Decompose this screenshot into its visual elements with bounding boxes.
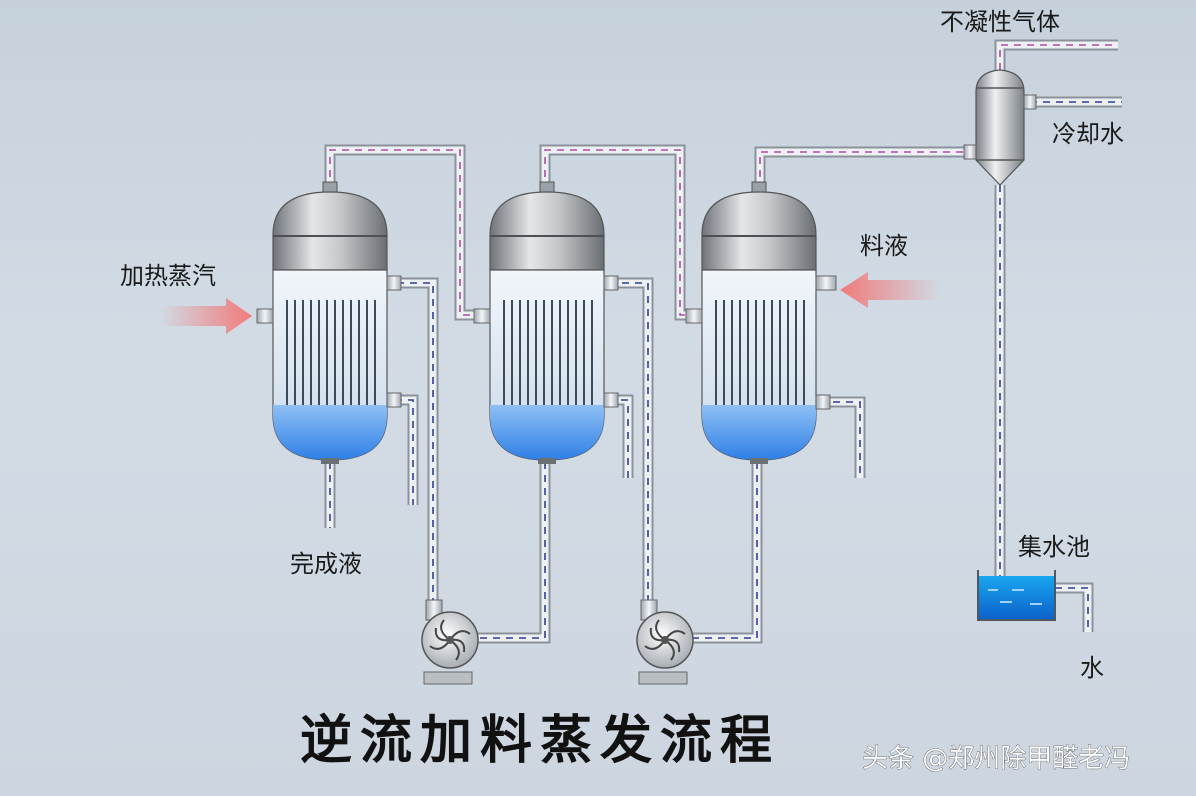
gas-vent-pipe xyxy=(994,39,1118,70)
transfer-pipe-pump-b-to-evap-2 xyxy=(608,277,654,602)
condensate-drain-1 xyxy=(395,394,419,505)
condensate-drain-3 xyxy=(820,396,866,478)
pump-b xyxy=(636,599,694,685)
vapor-pipe-2-to-3 xyxy=(539,144,692,321)
water-label: 水 xyxy=(1080,654,1104,682)
watermark: 头条 @郑州除甲醛老冯 xyxy=(862,744,1130,774)
diagram-title: 逆流加料蒸发流程 xyxy=(300,710,780,771)
tank-overflow-pipe xyxy=(1055,582,1094,632)
evaporator-2 xyxy=(473,181,619,464)
pipe-network xyxy=(324,39,1122,644)
condenser xyxy=(963,69,1037,186)
feed-inlet-arrow xyxy=(840,272,940,308)
transfer-pipe-evap-3-to-pump-b xyxy=(686,462,763,644)
heating-tubes xyxy=(286,300,376,405)
vapor-pipe-3-to-condenser xyxy=(754,146,975,190)
steam-inlet-arrow xyxy=(160,298,252,334)
heating-steam-label: 加热蒸汽 xyxy=(120,262,216,290)
condensate-drain-2 xyxy=(608,394,634,478)
pump-a xyxy=(421,599,479,685)
feed-liquid-label: 料液 xyxy=(860,232,908,260)
noncondensable-gas-label: 不凝性气体 xyxy=(940,8,1060,36)
heating-tubes xyxy=(503,300,593,405)
collection-tank-label: 集水池 xyxy=(1018,533,1090,561)
transfer-pipe-pump-a-to-evap-1 xyxy=(398,277,439,605)
transfer-pipe-evap-2-to-pump-a xyxy=(468,462,551,644)
finished-liquid-label: 完成液 xyxy=(290,550,362,578)
cooling-water-label: 冷却水 xyxy=(1052,120,1124,148)
evaporator-1 xyxy=(256,181,402,464)
vapor-pipe-1-to-2 xyxy=(324,144,478,321)
heating-tubes xyxy=(715,300,805,405)
evaporator-3 xyxy=(685,181,837,464)
collection-tank xyxy=(977,570,1056,621)
